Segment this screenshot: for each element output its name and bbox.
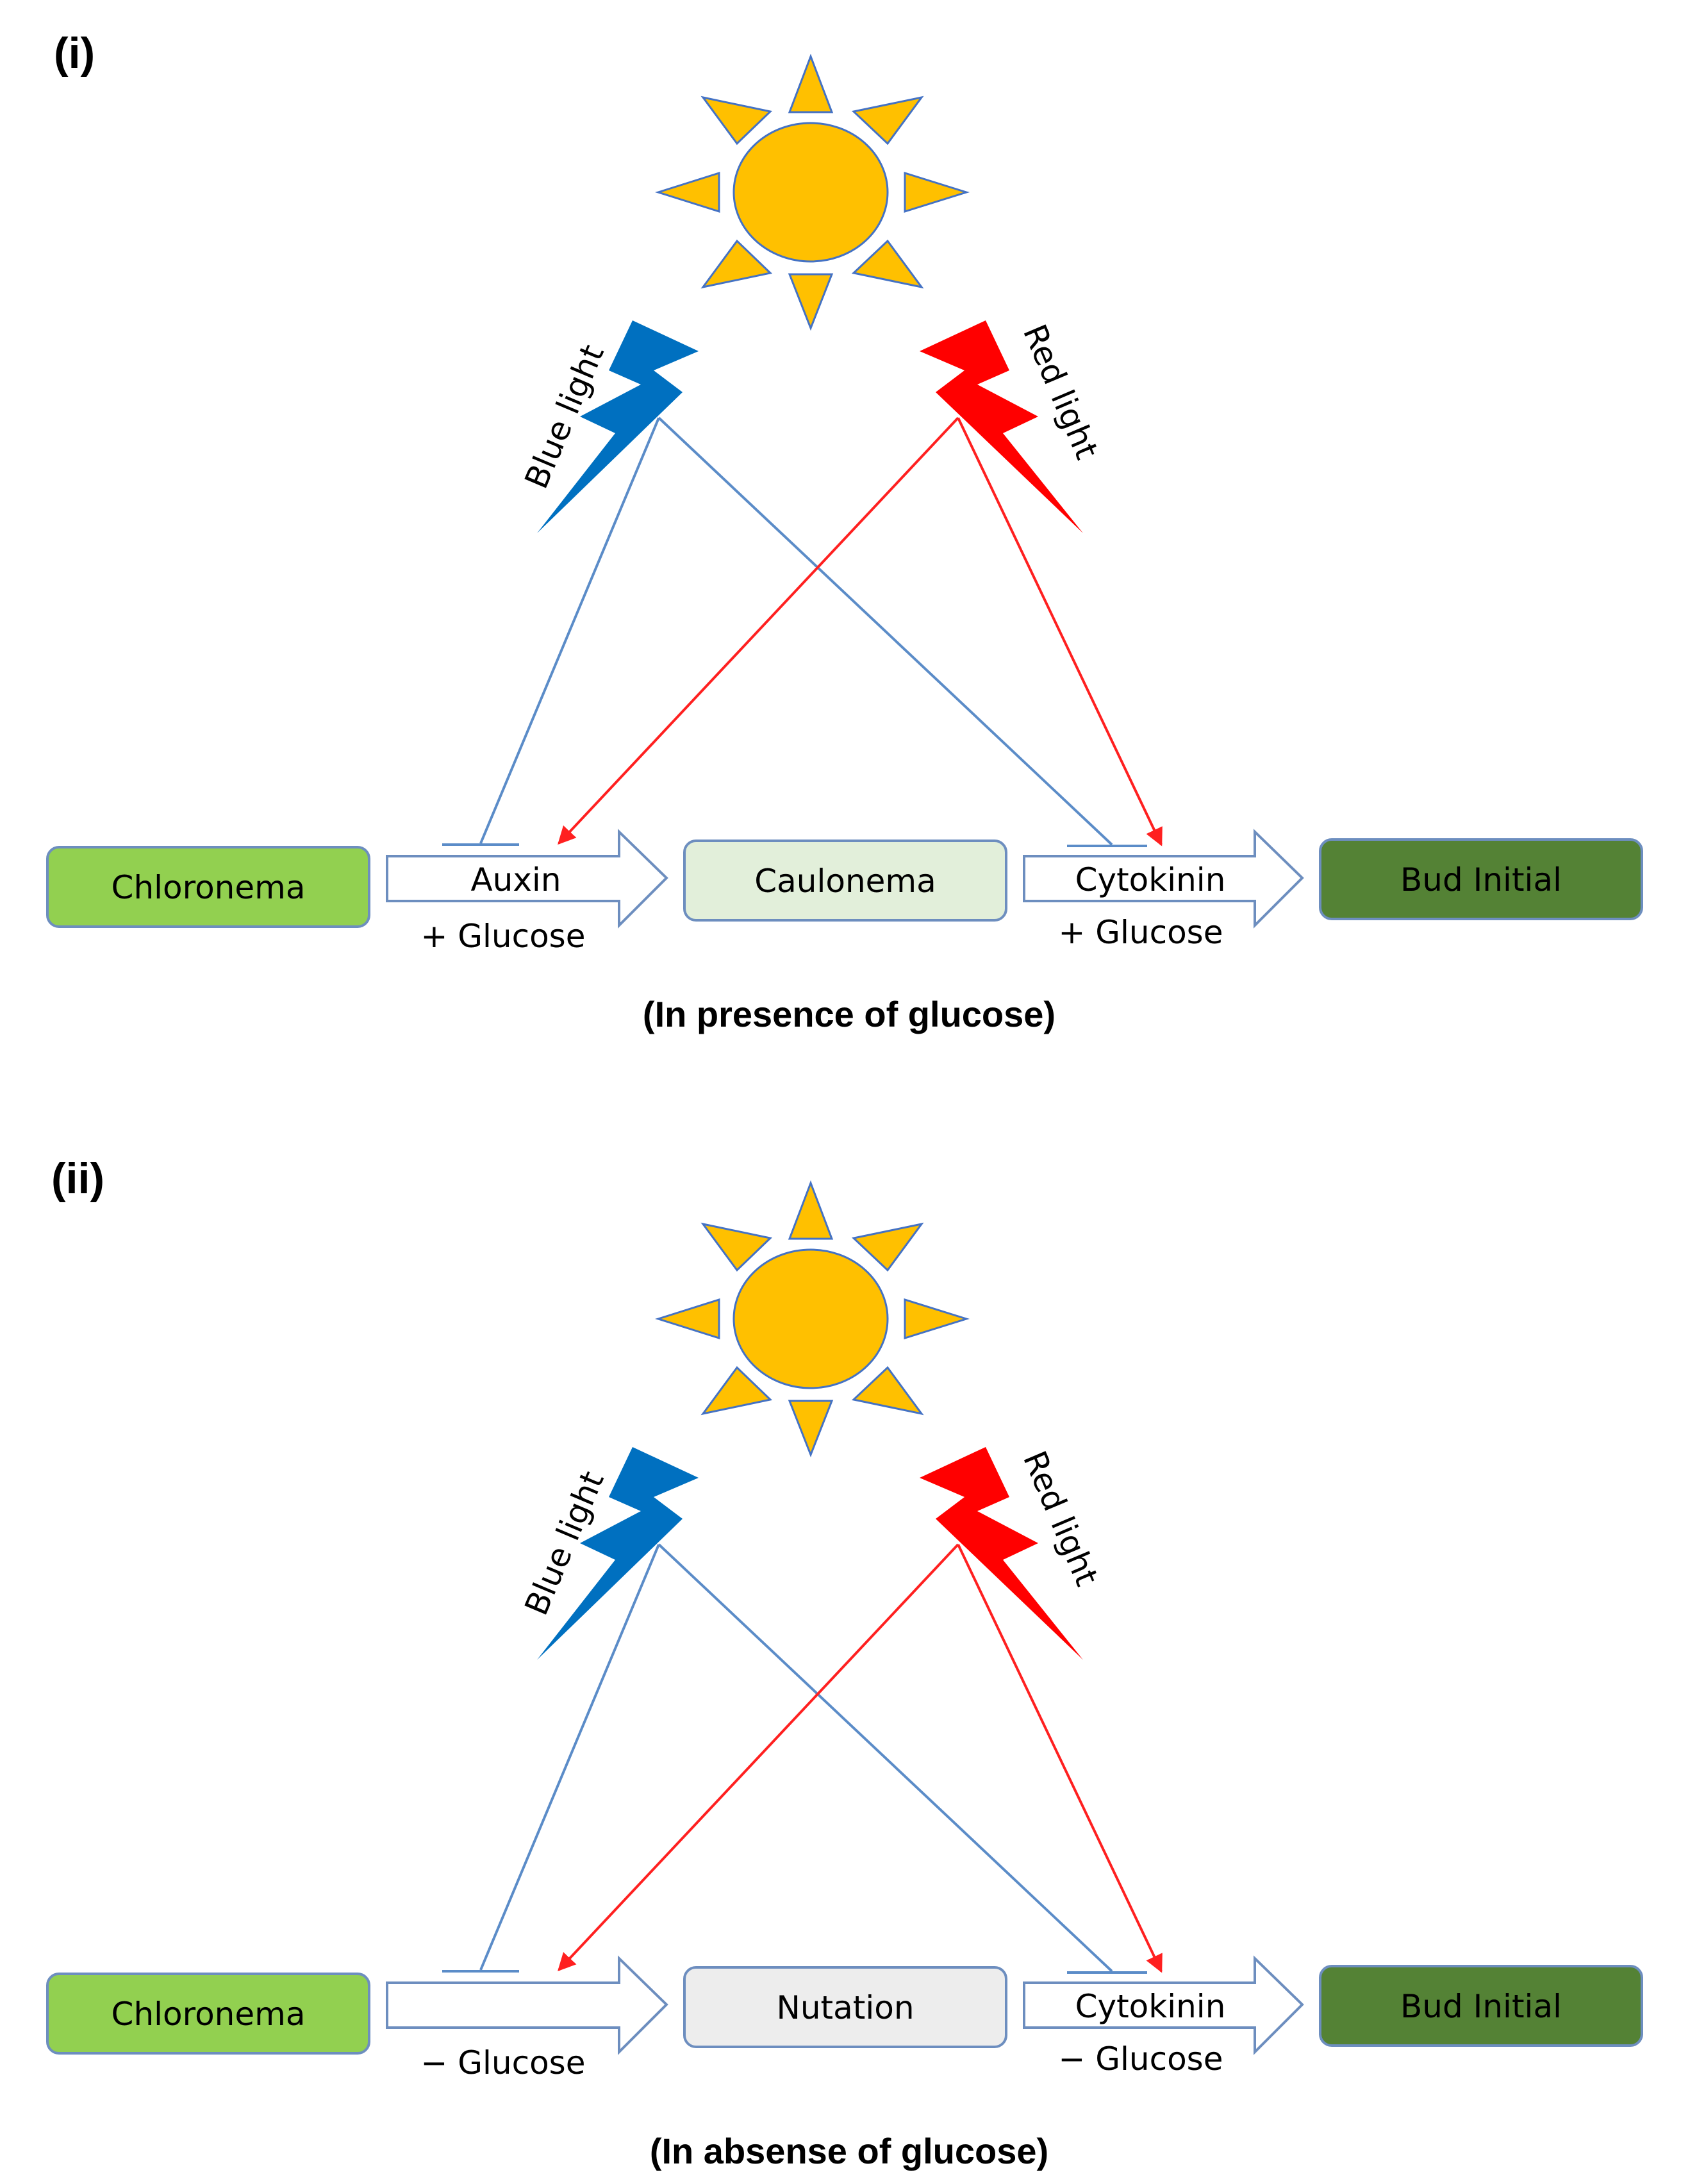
- bud-initial-box: [1319, 1965, 1643, 2047]
- arrow2-top-label: Cytokinin: [1075, 1988, 1226, 2025]
- arrow1-bottom-label: + Glucose: [420, 918, 585, 955]
- transition-arrow-2: [1023, 1955, 1304, 2055]
- transition-arrow-1: [386, 829, 668, 929]
- red-light-activation-arrows: [558, 1543, 1163, 1973]
- blue-light-inhibition-lines: [442, 417, 1147, 847]
- nutation-box: [683, 1966, 1007, 2048]
- transition-arrow-2: [1023, 829, 1304, 929]
- panel-caption: (In presence of glucose): [643, 994, 1055, 1034]
- panel-ii: (ii) Blue light Red light: [46, 1154, 1643, 2171]
- red-lightning-icon: [920, 1447, 1083, 1660]
- arrow1-top-label: Auxin: [470, 861, 561, 898]
- caulonema-label: Caulonema: [754, 863, 936, 900]
- bud-initial-box: [1319, 838, 1643, 920]
- sun-icon: [655, 1180, 970, 1458]
- caulonema-box: [683, 840, 1007, 922]
- red-light-activation-arrows: [558, 417, 1163, 847]
- red-light-label: Red light: [1016, 319, 1105, 465]
- panel-label: (ii): [51, 1154, 104, 1203]
- chloronema-label: Chloronema: [112, 869, 306, 906]
- bud-initial-label: Bud Initial: [1400, 861, 1562, 898]
- blue-lightning-icon: [537, 320, 699, 533]
- blue-lightning-icon: [537, 1447, 699, 1660]
- panel-i: (i) Blue light Red light: [46, 29, 1643, 1034]
- panel-caption: (In absense of glucose): [650, 2131, 1048, 2171]
- arrow2-top-label: Cytokinin: [1075, 861, 1226, 898]
- panel-label: (i): [54, 29, 95, 78]
- nutation-label: Nutation: [776, 1989, 914, 2026]
- bud-initial-label: Bud Initial: [1400, 1988, 1562, 2025]
- transition-arrow-1: [386, 1955, 668, 2055]
- arrow2-bottom-label: + Glucose: [1058, 914, 1223, 951]
- blue-light-inhibition-lines: [442, 1543, 1147, 1974]
- red-light-label: Red light: [1016, 1446, 1105, 1591]
- arrow1-bottom-label: − Glucose: [420, 2044, 585, 2081]
- chloronema-label: Chloronema: [112, 1996, 306, 2033]
- arrow2-bottom-label: − Glucose: [1058, 2040, 1223, 2078]
- chloronema-box: [46, 846, 370, 928]
- chloronema-box: [46, 1973, 370, 2055]
- red-lightning-icon: [920, 320, 1083, 533]
- sun-icon: [655, 53, 970, 331]
